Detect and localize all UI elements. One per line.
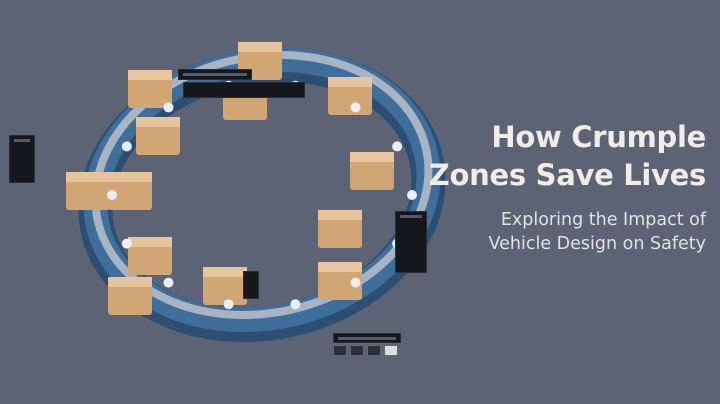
cardboard-box-top <box>350 152 394 162</box>
ring-light <box>121 141 132 152</box>
thumbnail[interactable] <box>384 345 398 356</box>
cardboard-box-top <box>136 117 180 127</box>
annotation-left[interactable] <box>9 135 35 183</box>
cardboard-box-top <box>238 42 282 52</box>
cardboard-box-top <box>108 277 152 287</box>
annotation-top-toolbar[interactable] <box>183 82 305 98</box>
annotation-bottom[interactable] <box>333 333 401 343</box>
cardboard-box-top <box>128 237 172 247</box>
title-line-2: Zones Save Lives <box>428 158 707 192</box>
subtitle-line-2: Vehicle Design on Safety <box>488 234 706 254</box>
ring-light <box>121 238 132 249</box>
annotation-center[interactable] <box>243 271 259 299</box>
subtitle-line-1: Exploring the Impact of <box>500 210 706 230</box>
ring-light <box>290 299 301 310</box>
cardboard-box-top <box>203 267 247 277</box>
ring-light <box>350 102 361 113</box>
annotation-bottom-thumbnails <box>333 345 398 356</box>
ring-light <box>223 299 234 310</box>
thumbnail[interactable] <box>333 345 347 356</box>
cardboard-box-top <box>328 77 372 87</box>
slide-title: How Crumple Zones Save Lives <box>428 118 707 194</box>
cardboard-box-top <box>318 210 362 220</box>
annotation-right[interactable] <box>395 211 427 273</box>
cardboard-box-top <box>318 262 362 272</box>
cardboard-box-top <box>128 70 172 80</box>
slide-subtitle: Exploring the Impact of Vehicle Design o… <box>489 208 706 256</box>
ring-light <box>107 190 117 200</box>
cardboard-box-top <box>66 172 110 182</box>
cardboard-box-top <box>108 172 152 182</box>
ring-light <box>350 277 361 288</box>
title-line-1: How Crumple <box>491 120 706 154</box>
ring-light <box>407 190 417 200</box>
ring-light <box>392 141 403 152</box>
thumbnail[interactable] <box>350 345 364 356</box>
annotation-top[interactable] <box>178 69 252 80</box>
ring-light <box>163 102 174 113</box>
thumbnail[interactable] <box>367 345 381 356</box>
ring-top-edge <box>91 51 433 319</box>
ring-light <box>163 277 174 288</box>
